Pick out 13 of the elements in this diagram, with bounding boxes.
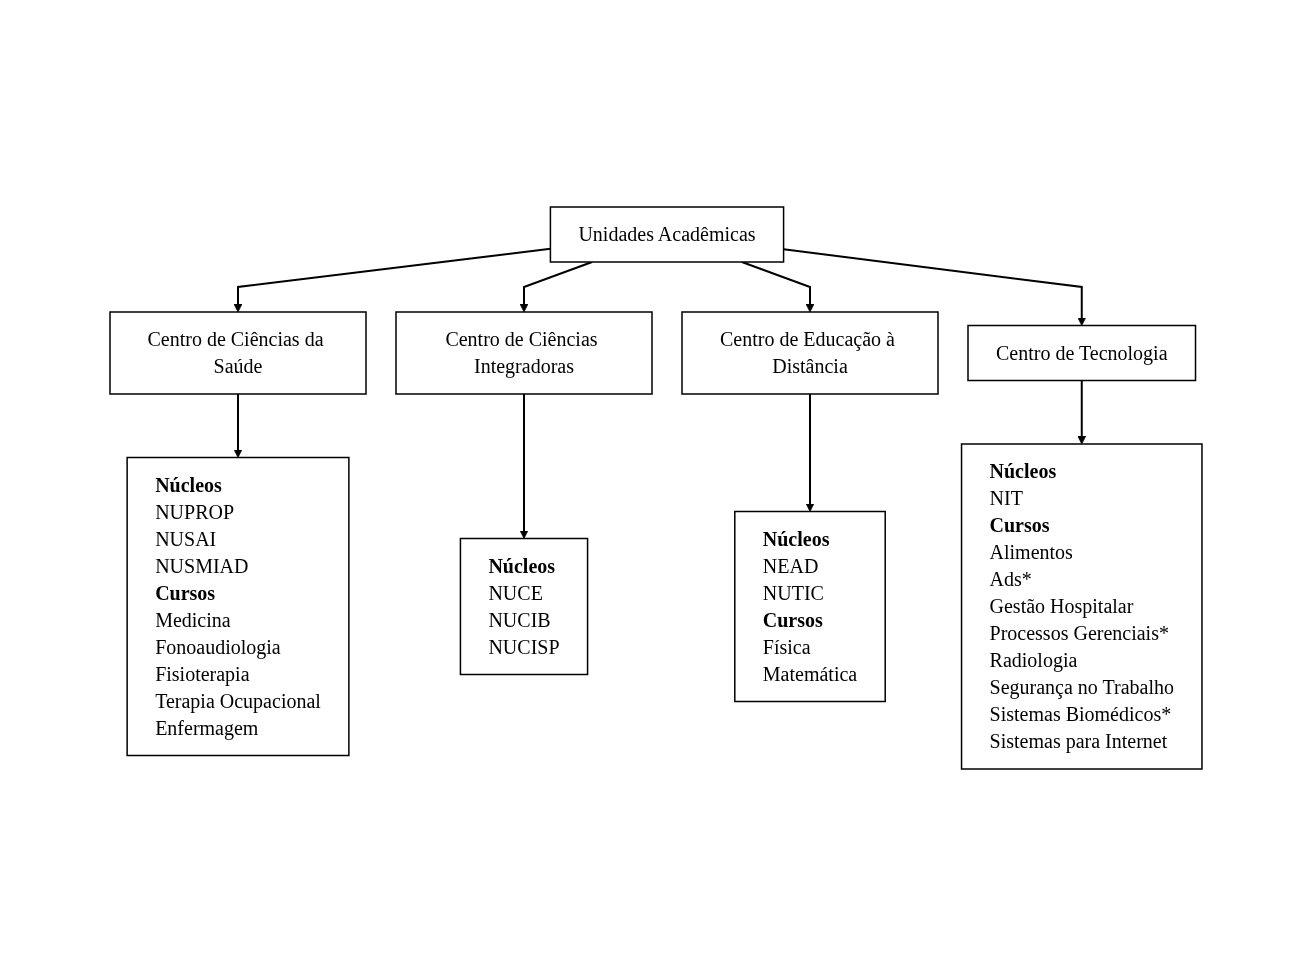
node-box: Núcleos NUCE NUCIB NUCISP xyxy=(459,537,589,676)
arrow xyxy=(1077,379,1087,445)
node-box: Centro de Ciências Integradoras xyxy=(395,311,653,395)
node-box: Núcleos NIT Cursos Alimentos Ads* Gestão Hospitalar Processos Gerenciais* Radiologia Segurança no Trabalho Sistemas Biomédicos* Sistemas para Internet xyxy=(960,443,1203,770)
node-box: Centro de Educação à Distância xyxy=(681,311,939,395)
node-box: Unidades Acadêmicas xyxy=(549,206,785,263)
node-box: Centro de Ciências da Saúde xyxy=(109,311,367,395)
node-box: Núcleos NUPROP NUSAI NUSMIAD Cursos Medicina Fonoaudiologia Fisioterapia Terapia Ocupacional Enfermagem xyxy=(126,456,350,757)
arrow xyxy=(805,393,815,512)
arrow xyxy=(519,393,529,539)
node-box: Centro de Tecnologia xyxy=(967,324,1197,382)
arrow xyxy=(233,393,243,458)
node-box: Núcleos NEAD NUTIC Cursos Física Matemática xyxy=(734,510,886,703)
